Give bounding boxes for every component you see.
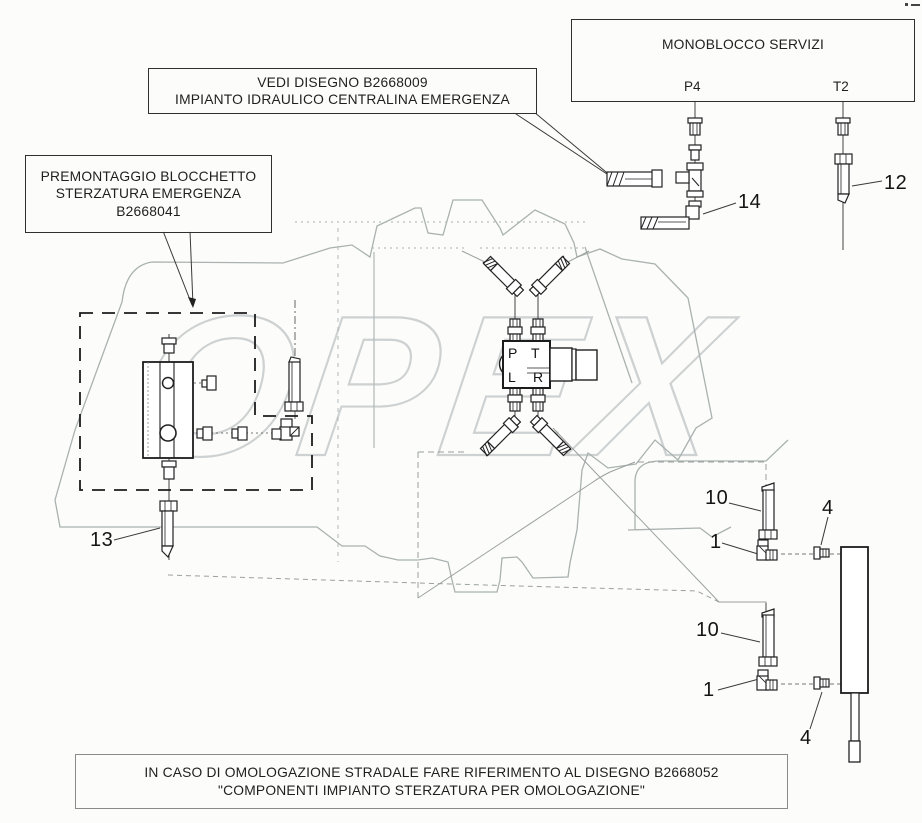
valve-port-l: L xyxy=(508,369,516,385)
callout-leaders xyxy=(113,111,883,730)
hose-12 xyxy=(834,153,853,204)
part-label-4-lower: 4 xyxy=(800,727,812,749)
valve-port-r: R xyxy=(533,369,544,385)
valve-port-p: P xyxy=(508,345,518,361)
part-label-4-upper: 4 xyxy=(822,497,834,519)
hose-to-vedi-drawing xyxy=(606,169,663,188)
premontaggio-dashed-boundary xyxy=(79,312,313,491)
part-label-10-lower: 10 xyxy=(696,619,720,641)
hose-routing-lines xyxy=(167,250,767,612)
part-label-12: 12 xyxy=(884,172,908,194)
footer-line1: IN CASO DI OMOLOGAZIONE STRADALE FARE RI… xyxy=(144,765,719,780)
premontaggio-arrowhead xyxy=(188,297,196,308)
gear-housing-outline xyxy=(54,199,789,593)
part-label-10-upper: 10 xyxy=(705,487,729,509)
t2-port-fitting xyxy=(835,117,851,136)
monoblocco-servizi-box: MONOBLOCCO SERVIZI xyxy=(571,19,915,102)
vedi-disegno-note-box: VEDI DISEGNO B2668009 IMPIANTO IDRAULICO… xyxy=(148,68,537,114)
p4-port-fitting-chain xyxy=(675,117,704,198)
part-label-1-upper: 1 xyxy=(710,531,722,553)
premontaggio-line1: PREMONTAGGIO BLOCCHETTO xyxy=(40,168,257,184)
part-label-1-lower: 1 xyxy=(703,679,715,701)
port-label-t2: T2 xyxy=(833,79,849,94)
premontaggio-line3: B2668041 xyxy=(116,203,181,219)
footer-line2: "COMPONENTI IMPIANTO STERZATURA PER OMOL… xyxy=(218,782,645,798)
omologazione-footer-box: IN CASO DI OMOLOGAZIONE STRADALE FARE RI… xyxy=(75,754,788,809)
steering-cylinder-circuit-upper xyxy=(756,482,830,561)
premontaggio-note-box: PREMONTAGGIO BLOCCHETTO STERZATURA EMERG… xyxy=(25,155,272,233)
emergency-steering-block-preassembly xyxy=(142,337,304,559)
steering-cylinder-circuit-lower xyxy=(756,608,830,691)
elbow-tube-14 xyxy=(640,200,702,230)
port-label-p4: P4 xyxy=(684,79,701,94)
monoblocco-title: MONOBLOCCO SERVIZI xyxy=(661,37,825,52)
gear-hidden-lines xyxy=(295,221,585,562)
part-label-13: 13 xyxy=(90,529,114,551)
steering-cylinder xyxy=(840,546,869,763)
part-label-14: 14 xyxy=(738,191,762,213)
valve-port-t: T xyxy=(531,345,540,361)
vedi-note-line2: IMPIANTO IDRAULICO CENTRALINA EMERGENZA xyxy=(175,92,510,107)
corner-print-mark xyxy=(905,3,920,6)
premontaggio-line2: STERZATURA EMERGENZA xyxy=(55,186,242,202)
emergency-steering-valve xyxy=(478,254,598,458)
vedi-note-line1: VEDI DISEGNO B2668009 xyxy=(257,74,428,90)
